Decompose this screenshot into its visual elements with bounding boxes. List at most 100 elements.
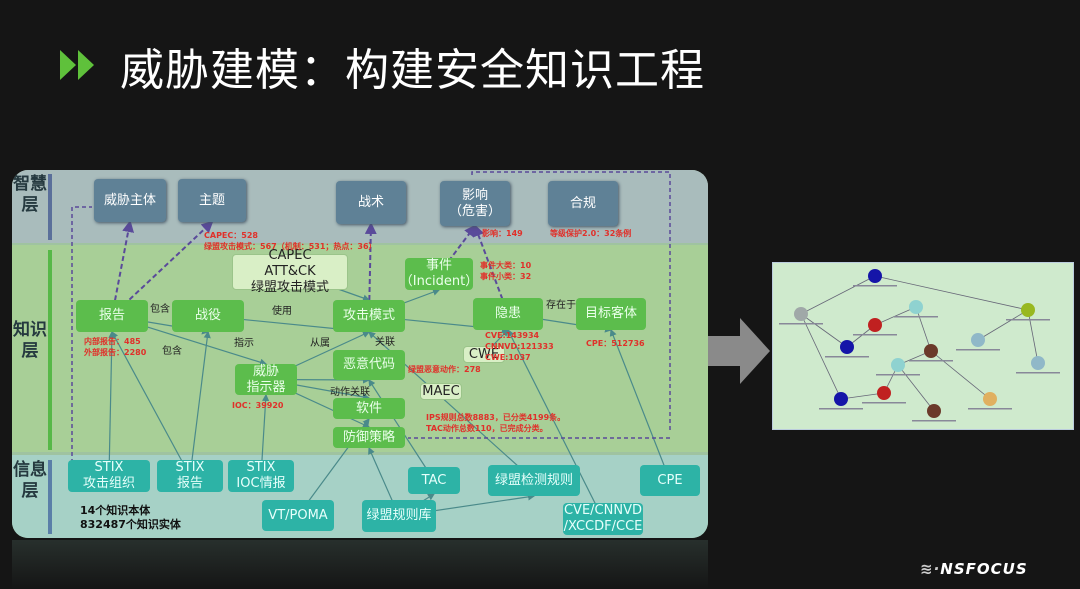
page-title: 威胁建模：构建安全知识工程	[120, 45, 705, 96]
graph-node	[927, 404, 941, 418]
node-cve: CVE/CNNVD /XCCDF/CCE	[563, 503, 643, 535]
graph-node-label	[968, 408, 1012, 410]
edge-label-contains2: 包含	[162, 346, 182, 357]
edge-label-relate: 关联	[375, 337, 395, 348]
edge-label-exists: 存在于	[546, 300, 576, 311]
stat-capec: CAPEC：528 绿盟攻击模式：567（机制：531；热点：36）	[204, 231, 377, 251]
graph-edge	[1027, 309, 1039, 364]
edge	[507, 328, 604, 520]
graph-node-label	[853, 334, 897, 336]
layer-label-info: 信息层	[12, 460, 52, 534]
graph-node	[924, 344, 938, 358]
graph-node	[891, 358, 905, 372]
node-impact: 影响 （危害）	[440, 181, 510, 226]
logo-flag-icon: ≋·	[920, 560, 941, 578]
graph-node	[983, 392, 997, 406]
graph-edge	[915, 306, 932, 352]
node-rulebase: 绿盟规则库	[362, 500, 436, 532]
edge	[108, 330, 116, 477]
node-defense: 防御策略	[333, 427, 405, 448]
graph-node	[1021, 303, 1035, 317]
graph-edge	[800, 313, 848, 348]
edge-label-use: 使用	[272, 306, 292, 317]
graph-edge	[840, 392, 885, 400]
edge	[111, 330, 191, 477]
graph-node-label	[1016, 372, 1060, 374]
node-threat-actor: 威胁主体	[94, 179, 166, 222]
graph-edge	[930, 350, 991, 400]
graph-node	[1031, 356, 1045, 370]
graph-node-label	[825, 356, 869, 358]
node-cwe: CWE	[463, 346, 505, 363]
node-attack-pattern: 攻击模式	[333, 300, 405, 332]
graph-node-label	[912, 420, 956, 422]
stat-ips: IPS规则总数8883，已分类4199条。 TAC动作总数110，已完成分类。	[426, 413, 566, 433]
edge-label-indicate: 指示	[234, 338, 254, 349]
edge	[111, 220, 214, 317]
stat-impact: 影响：149	[482, 229, 523, 238]
graph-node	[794, 307, 808, 321]
node-vuln: 隐患	[473, 298, 543, 330]
graph-node-label	[779, 323, 823, 325]
logo-text: NSFOCUS	[940, 560, 1028, 578]
graph-node-label	[819, 408, 863, 410]
graph-edge	[800, 313, 842, 400]
node-stix-ioc: STIX IOC情报	[228, 460, 294, 492]
stat-totals: 14个知识本体 832487个知识实体	[80, 504, 181, 531]
node-detect: 绿盟检测规则	[488, 465, 580, 496]
graph-node	[877, 386, 891, 400]
stat-malware: 绿盟恶意动作：278	[408, 365, 481, 374]
edge	[609, 328, 671, 481]
node-compliance: 合规	[548, 181, 618, 226]
edge-label-action: 动作关联	[330, 387, 370, 398]
panel-reflection	[12, 540, 708, 589]
nsfocus-logo: ≋·NSFOCUS	[920, 560, 1028, 578]
graph-edge	[977, 309, 1029, 341]
stat-compliance: 等级保护2.0：32条例	[550, 229, 632, 238]
node-target: 目标客体	[576, 298, 646, 330]
graph-edge	[800, 275, 876, 315]
graph-node-label	[853, 285, 897, 287]
graph-node	[909, 300, 923, 314]
edge	[189, 330, 211, 477]
graph-node-label	[909, 360, 953, 362]
stat-vuln: CVE:143934 CNNVD:121333 CWE:1037	[485, 331, 554, 362]
node-cpe: CPE	[640, 465, 700, 496]
graph-node-label	[876, 374, 920, 376]
node-tac: TAC	[408, 467, 460, 494]
right-arrow-icon	[708, 318, 770, 384]
node-campaign: 战役	[172, 300, 244, 332]
node-report: 报告	[76, 300, 148, 332]
graph-node	[868, 318, 882, 332]
graph-node	[840, 340, 854, 354]
stat-ioc: IOC：39920	[232, 401, 284, 410]
node-stix-report: STIX 报告	[157, 460, 223, 492]
play-bullet-icon	[60, 50, 94, 80]
node-vt: VT/POMA	[262, 500, 334, 531]
graph-node	[834, 392, 848, 406]
graph-edge	[874, 275, 1029, 311]
graph-node-label	[894, 316, 938, 318]
knowledge-diagram: 智慧层 知识层 信息层 威胁主体主题 战术影响 （危害） 合规 CAPEC ATT&C…	[12, 170, 708, 538]
node-capec: CAPEC ATT&CK 绿盟攻击模式	[232, 248, 348, 295]
node-topic: 主题	[178, 179, 246, 222]
node-indicator: 威胁 指示器	[235, 364, 297, 395]
node-tactic: 战术	[336, 181, 406, 224]
node-software: 软件	[333, 398, 405, 419]
knowledge-graph-screenshot	[772, 262, 1074, 430]
node-maec: MAEC	[420, 383, 462, 400]
edge	[364, 222, 377, 317]
edge-label-belongs: 从属	[310, 338, 330, 349]
layer-label-knowledge: 知识层	[12, 250, 52, 450]
stat-cpe: CPE：512736	[586, 339, 645, 348]
layer-label-wisdom: 智慧层	[12, 174, 52, 240]
stat-incident: 事件大类：10 事件小类：32	[480, 261, 532, 281]
node-malware: 恶意代码	[333, 350, 405, 380]
dashed-link	[71, 171, 671, 470]
node-stix-group: STIX 攻击组织	[68, 460, 150, 492]
graph-node	[971, 333, 985, 347]
graph-edge	[897, 364, 935, 412]
graph-node-label	[1006, 319, 1050, 321]
edge-label-contains1: 包含	[150, 304, 170, 315]
stat-report: 内部报告：485 外部报告：2280	[84, 337, 147, 357]
